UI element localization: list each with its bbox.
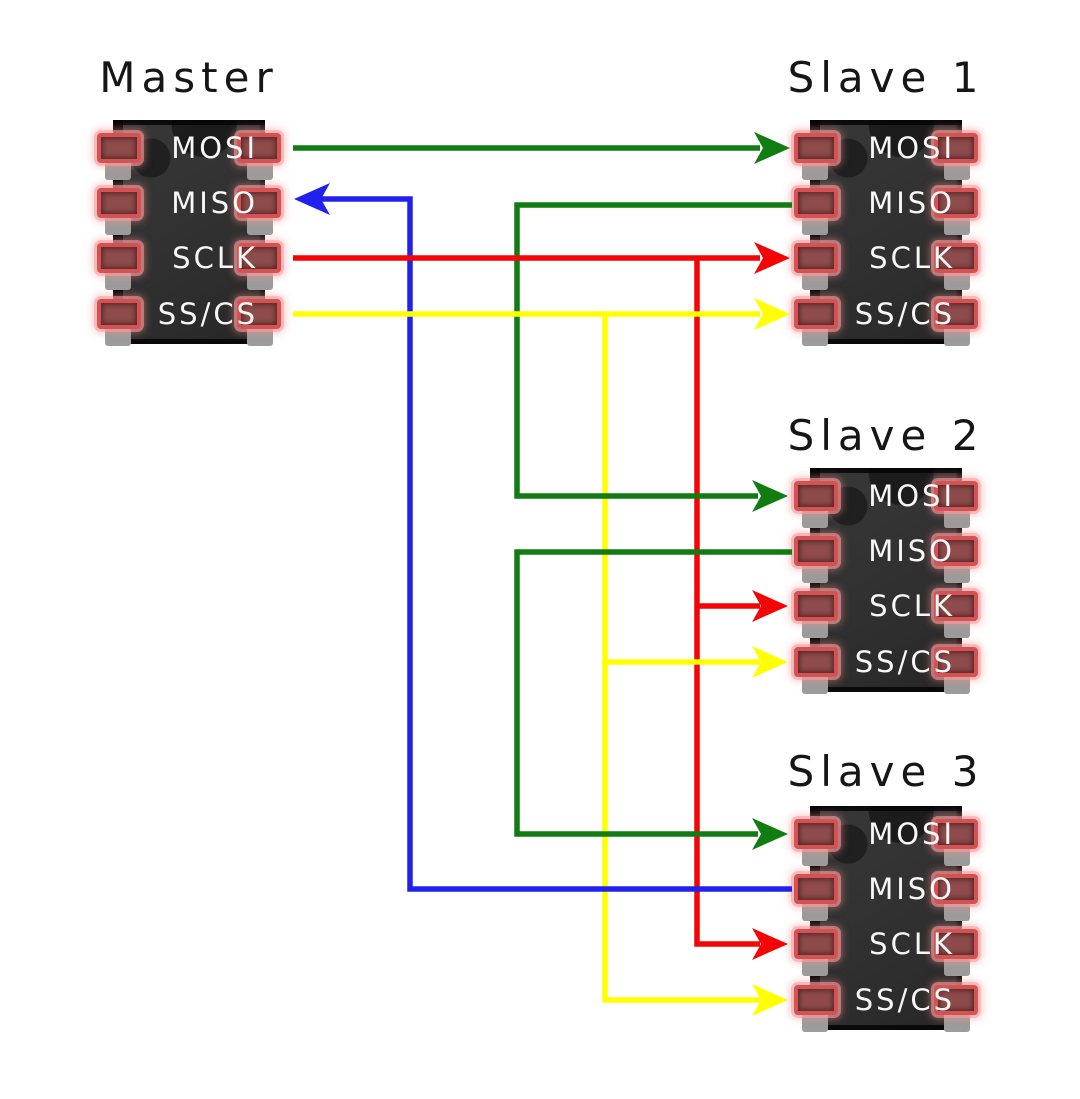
wire-miso2-to-mosi3 [514,549,792,837]
pin-label-sscs: SS/CS [157,297,258,331]
pin-pad [794,929,838,959]
pin-pad [934,243,978,273]
arrowhead-slave2-sscs [752,646,788,678]
pin-pad [794,188,838,218]
pin-pad [794,874,838,904]
pin-label-sclk: SCLK [869,927,955,961]
pin-pad [934,985,978,1015]
arrowhead-slave1-mosi [754,132,790,164]
chip-slave3: MOSI MISO SCLK SS/CS [794,806,978,1032]
arrowhead-slave3-sclk [752,928,788,960]
pin-pad [97,299,141,329]
pin-pad [794,133,838,163]
chip-title-master: Master [99,53,279,102]
pin-label-sscs: SS/CS [854,983,955,1017]
chip-title-slave1: Slave 1 [787,53,985,102]
pin-label-sclk: SCLK [869,241,955,275]
arrowhead-slave3-sscs [752,984,788,1016]
pin-pad [97,133,141,163]
arrowhead-slave1-sclk [754,242,790,274]
arrowhead-slave2-mosi [752,480,788,512]
pin-pad [934,647,978,677]
pin-pad [97,188,141,218]
pin-pad [934,188,978,218]
arrowhead-slave3-mosi [752,818,788,850]
chip-slave1: MOSI MISO SCLK SS/CS [794,120,978,346]
arrowhead-slave2-sclk [752,590,788,622]
pin-label-sclk: SCLK [172,241,258,275]
pin-pad [794,591,838,621]
pin-pad [794,536,838,566]
pin-label-sscs: SS/CS [854,297,955,331]
wire-sscs-trunk-to-slave3 [602,314,760,1003]
pin-pad [794,481,838,511]
chip-title-slave2: Slave 2 [787,411,985,460]
pin-pad [237,299,281,329]
pin-pad [794,299,838,329]
arrowhead-slave1-sscs [754,298,790,330]
chip-slave2: MOSI MISO SCLK SS/CS [794,468,978,694]
pin-pad [934,133,978,163]
pin-label-miso: MISO [868,534,955,568]
pin-pad [237,133,281,163]
arrowhead-master-miso [294,183,330,215]
pin-label-miso: MISO [171,186,258,220]
pin-pad [794,819,838,849]
chip-master: MOSI MISO SCLK SS/CS [97,120,281,346]
pin-pad [934,481,978,511]
pin-pad [934,299,978,329]
pin-pad [97,243,141,273]
pin-label-sclk: SCLK [869,589,955,623]
pin-pad [934,591,978,621]
wire-sclk-trunk-to-slave3 [694,258,760,947]
pin-label-mosi: MOSI [868,479,955,513]
pin-pad [934,536,978,566]
pin-pad [794,647,838,677]
pin-pad [934,819,978,849]
pin-label-miso: MISO [868,186,955,220]
pin-pad [237,243,281,273]
pin-pad [794,985,838,1015]
wire-miso3-to-master [318,196,792,892]
chip-title-slave3: Slave 3 [787,747,985,796]
pin-label-mosi: MOSI [868,817,955,851]
pin-pad [794,243,838,273]
pin-label-mosi: MOSI [171,131,258,165]
pin-label-miso: MISO [868,872,955,906]
pin-pad [934,929,978,959]
pin-label-mosi: MOSI [868,131,955,165]
wire-miso1-to-mosi2 [514,202,792,499]
pin-label-sscs: SS/CS [854,645,955,679]
pin-pad [237,188,281,218]
pin-pad [934,874,978,904]
